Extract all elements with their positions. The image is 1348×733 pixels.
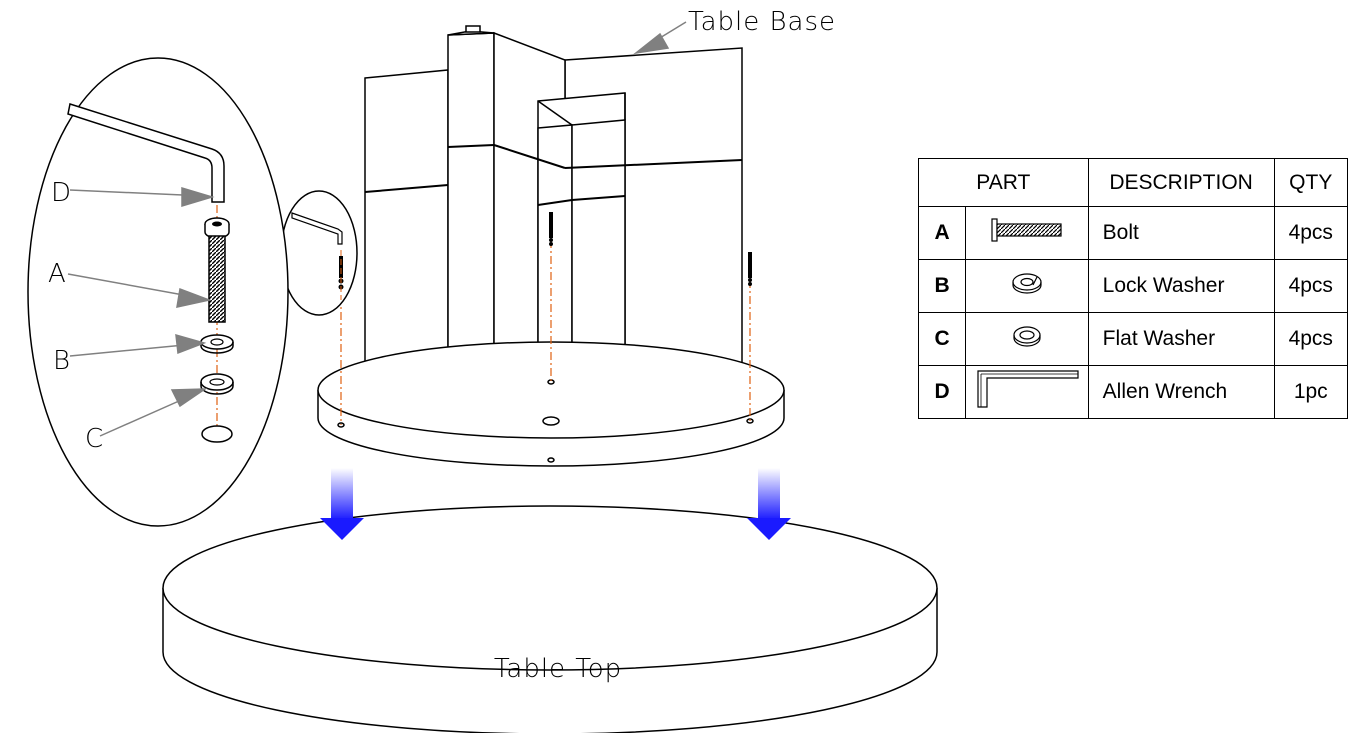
table-row: C Flat Washer 4pcs — [917, 312, 1348, 366]
bolt-icon — [204, 217, 230, 323]
detail-circle-small — [280, 190, 358, 316]
bolt-icon — [549, 212, 553, 238]
bolt-icon — [965, 206, 1089, 260]
lock-washer-icon — [200, 334, 234, 354]
table-base — [364, 25, 743, 373]
table-top-label: Table Top — [494, 654, 622, 684]
part-description: Lock Washer — [1087, 259, 1275, 313]
flat-washer-icon — [965, 312, 1089, 366]
callout-b: B — [53, 346, 71, 376]
lock-washer-icon — [965, 259, 1089, 313]
callout-c: C — [85, 424, 104, 454]
callout-d: D — [51, 178, 72, 208]
bolt-icon — [748, 252, 752, 278]
part-qty: 4pcs — [1273, 259, 1348, 313]
table-row: D Allen Wrench 1pc — [917, 365, 1348, 419]
part-description: Flat Washer — [1087, 312, 1275, 366]
base-bolts — [549, 212, 752, 286]
down-arrow-right — [747, 468, 791, 540]
table-row: A Bolt 4pcs — [917, 206, 1348, 260]
part-letter: C — [917, 312, 967, 366]
base-plate — [317, 341, 785, 467]
table-row: B Lock Washer 4pcs — [917, 259, 1348, 313]
part-letter: D — [917, 365, 967, 419]
part-qty: 4pcs — [1273, 312, 1348, 366]
table-base-label: Table Base — [688, 7, 836, 37]
flat-washer-icon — [200, 373, 234, 395]
part-qty: 1pc — [1273, 365, 1348, 419]
callout-a: A — [48, 259, 67, 289]
detail-balloon — [27, 57, 289, 527]
header-part: PART — [918, 158, 1089, 207]
part-letter: A — [917, 206, 967, 260]
allen-wrench-icon — [67, 103, 225, 203]
part-description: Allen Wrench — [1087, 365, 1275, 419]
table-top — [162, 505, 938, 733]
part-letter: B — [917, 259, 967, 313]
part-qty: 4pcs — [1273, 206, 1348, 260]
parts-table-header: PART DESCRIPTION QTY — [918, 158, 1348, 207]
parts-table: PART DESCRIPTION QTY A Bolt 4pcs B Lock … — [917, 158, 1348, 419]
leader-lines — [67, 21, 687, 437]
allen-wrench-icon — [965, 365, 1089, 419]
header-description: DESCRIPTION — [1087, 158, 1275, 207]
header-qty: QTY — [1273, 158, 1348, 207]
assembly-axes — [340, 240, 751, 425]
down-arrow-left — [320, 468, 364, 540]
part-description: Bolt — [1087, 206, 1275, 260]
